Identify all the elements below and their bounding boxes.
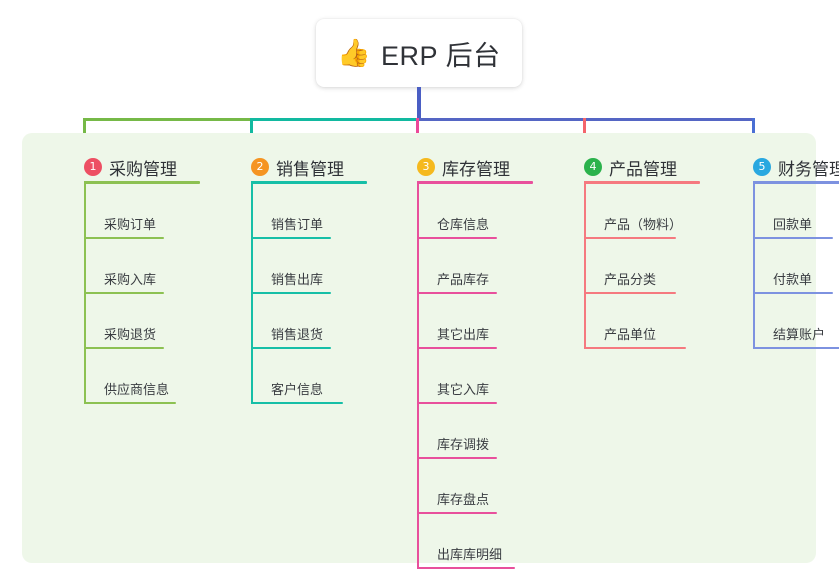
branch-item-label: 产品分类 [604, 272, 657, 287]
branch-item-underline [84, 237, 164, 239]
branch-item-采购入库[interactable]: 采购入库 [84, 262, 164, 294]
branch-number-badge: 1 [84, 158, 102, 176]
branch-item-underline [417, 567, 515, 569]
branch-item-label: 产品（物料） [604, 217, 683, 232]
branch-item-付款单[interactable]: 付款单 [753, 262, 833, 294]
branch-header-underline [584, 181, 700, 184]
branch-item-underline [417, 347, 497, 349]
branch-item-label: 采购订单 [104, 217, 157, 232]
branch-item-出库库明细[interactable]: 出库库明细 [417, 537, 515, 569]
branch-item-库存盘点[interactable]: 库存盘点 [417, 482, 497, 514]
branch-item-采购订单[interactable]: 采购订单 [84, 207, 164, 239]
branch-item-underline [584, 292, 676, 294]
branch-title: 库存管理 [442, 159, 510, 179]
branch-spine [753, 181, 755, 349]
branch-header-underline [84, 181, 200, 184]
branch-item-其它出库[interactable]: 其它出库 [417, 317, 497, 349]
root-node-title: ERP 后台 [381, 40, 501, 71]
branch-header-库存管理[interactable]: 3 库存管理 [417, 150, 510, 184]
branch-spine [417, 181, 419, 569]
branch-item-label: 回款单 [773, 217, 813, 232]
branch-title: 销售管理 [276, 159, 344, 179]
branch-item-label: 其它出库 [437, 327, 490, 342]
branch-item-underline [417, 402, 497, 404]
branch-header-采购管理[interactable]: 1 采购管理 [84, 150, 177, 184]
branch-item-label: 仓库信息 [437, 217, 490, 232]
branch-title: 财务管理 [778, 159, 839, 179]
branch-item-label: 付款单 [773, 272, 813, 287]
branch-header-underline [251, 181, 367, 184]
branch-item-underline [251, 402, 343, 404]
branch-item-销售退货[interactable]: 销售退货 [251, 317, 331, 349]
branch-item-label: 供应商信息 [104, 382, 170, 397]
branch-item-label: 销售出库 [271, 272, 324, 287]
connector-bar-segment-green [83, 118, 252, 121]
trunk-connector [417, 87, 421, 121]
branch-number-badge: 2 [251, 158, 269, 176]
branch-spine [584, 181, 586, 349]
branch-header-销售管理[interactable]: 2 销售管理 [251, 150, 344, 184]
branches-panel: 1 采购管理采购订单采购入库采购退货供应商信息 2 销售管理销售订单销售出库销售退货客… [22, 133, 839, 569]
branch-item-underline [417, 512, 497, 514]
branch-item-产品分类[interactable]: 产品分类 [584, 262, 676, 294]
branch-item-label: 其它入库 [437, 382, 490, 397]
branch-header-underline [417, 181, 533, 184]
branch-item-其它入库[interactable]: 其它入库 [417, 372, 497, 404]
branch-header-财务管理[interactable]: 5 财务管理 [753, 150, 839, 184]
branch-item-underline [753, 347, 839, 349]
branch-item-供应商信息[interactable]: 供应商信息 [84, 372, 176, 404]
branch-header-产品管理[interactable]: 4 产品管理 [584, 150, 677, 184]
branch-item-label: 销售退货 [271, 327, 324, 342]
branch-item-underline [251, 292, 331, 294]
branch-item-underline [753, 237, 833, 239]
branch-item-label: 结算账户 [773, 327, 826, 342]
branch-item-label: 销售订单 [271, 217, 324, 232]
branch-item-结算账户[interactable]: 结算账户 [753, 317, 839, 349]
branch-item-回款单[interactable]: 回款单 [753, 207, 833, 239]
branch-item-label: 库存盘点 [437, 492, 490, 507]
branch-item-label: 出库库明细 [437, 547, 503, 562]
branch-header-underline [753, 181, 839, 184]
branch-item-underline [251, 347, 331, 349]
branch-item-underline [417, 457, 497, 459]
branch-item-underline [84, 347, 164, 349]
branch-item-underline [84, 402, 176, 404]
branch-item-label: 产品单位 [604, 327, 657, 342]
branch-item-label: 客户信息 [271, 382, 324, 397]
branch-item-采购退货[interactable]: 采购退货 [84, 317, 164, 349]
branch-item-销售订单[interactable]: 销售订单 [251, 207, 331, 239]
branch-item-客户信息[interactable]: 客户信息 [251, 372, 343, 404]
branch-number-badge: 3 [417, 158, 435, 176]
branch-item-仓库信息[interactable]: 仓库信息 [417, 207, 497, 239]
branch-title: 产品管理 [609, 159, 677, 179]
branch-item-产品库存[interactable]: 产品库存 [417, 262, 497, 294]
thumbs-up-icon: 👍 [337, 37, 372, 68]
branch-item-label: 采购入库 [104, 272, 157, 287]
branch-title: 采购管理 [109, 159, 177, 179]
branch-item-产品（物料）[interactable]: 产品（物料） [584, 207, 682, 239]
branch-item-label: 产品库存 [437, 272, 490, 287]
branch-item-underline [84, 292, 164, 294]
connector-bar-segment-teal [250, 118, 420, 121]
branch-number-badge: 4 [584, 158, 602, 176]
branch-item-underline [584, 347, 686, 349]
branch-item-销售出库[interactable]: 销售出库 [251, 262, 331, 294]
root-node-card[interactable]: 👍 ERP 后台 [316, 19, 522, 87]
branch-item-underline [251, 237, 331, 239]
branch-item-label: 采购退货 [104, 327, 157, 342]
branch-item-label: 库存调拨 [437, 437, 490, 452]
branch-item-库存调拨[interactable]: 库存调拨 [417, 427, 497, 459]
branch-item-underline [753, 292, 833, 294]
branch-item-underline [417, 237, 497, 239]
branch-item-产品单位[interactable]: 产品单位 [584, 317, 686, 349]
branch-item-underline [584, 237, 676, 239]
connector-bar-segment-blue [417, 118, 755, 121]
branch-number-badge: 5 [753, 158, 771, 176]
branch-item-underline [417, 292, 497, 294]
